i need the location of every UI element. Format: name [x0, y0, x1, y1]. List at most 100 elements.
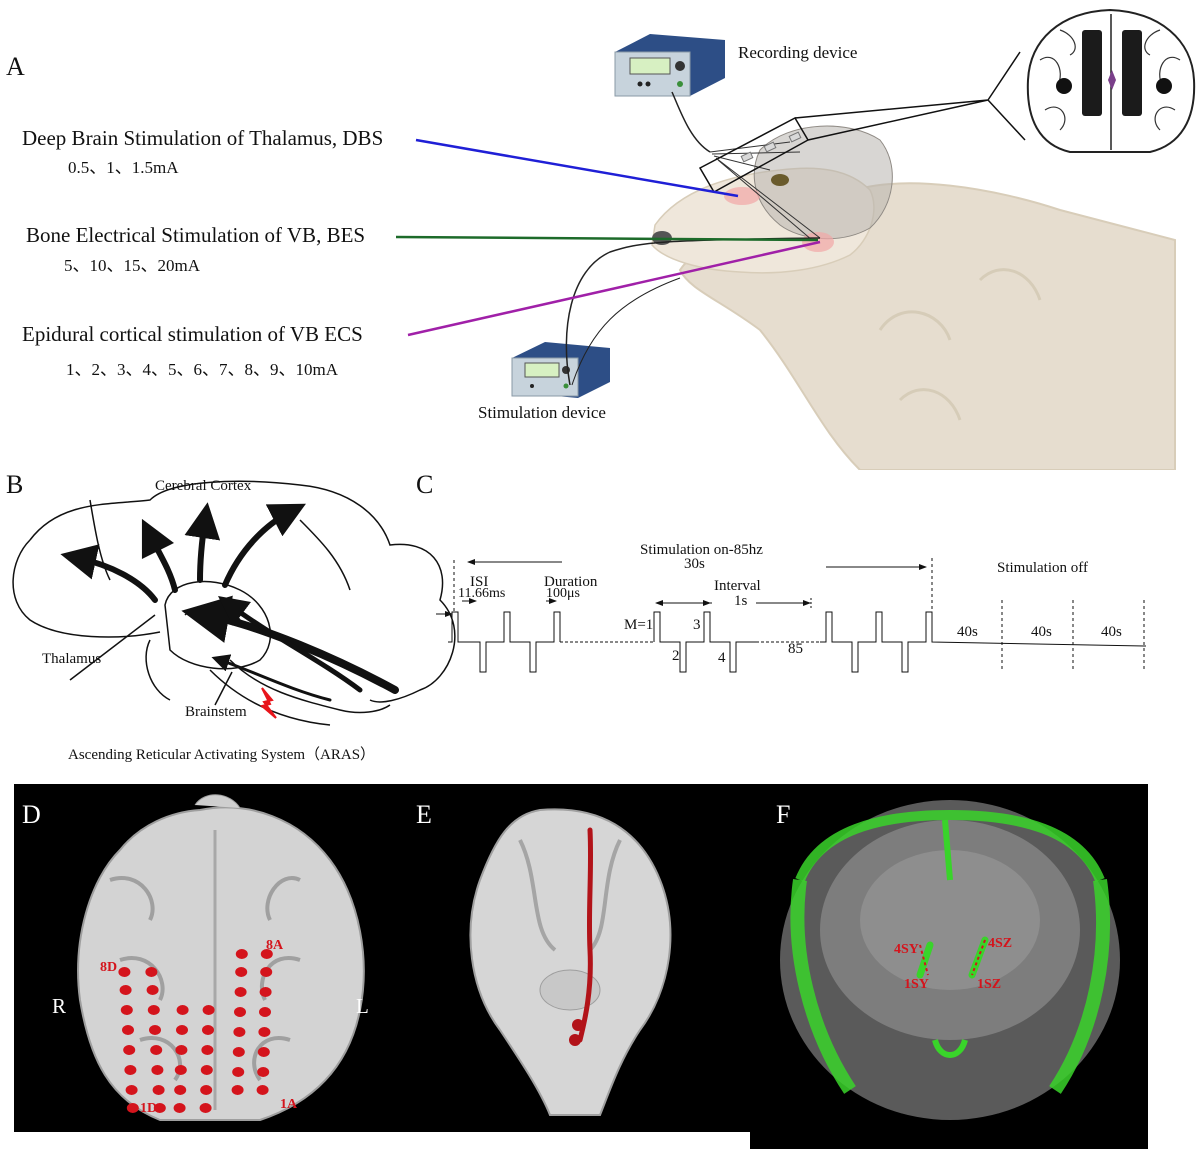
ecs-line: [407, 240, 821, 337]
electrode-8d-label: 8D: [100, 960, 118, 975]
electrode-dot: [258, 1027, 271, 1037]
recording-leads: [709, 141, 821, 241]
dbs-line: [415, 138, 739, 198]
stimulation-device-label: Stimulation device: [478, 403, 606, 422]
stimulation-cable-2: [571, 277, 681, 386]
panel-c-letter: C: [416, 470, 434, 499]
electrode-1sy-label: 1SY: [904, 977, 929, 992]
mri-f: [780, 800, 1120, 1120]
electrode-dot: [232, 1047, 245, 1057]
electrode-dot: [122, 1025, 134, 1035]
electrode-dot: [173, 1103, 186, 1113]
electrode-8a-label: 8A: [266, 938, 284, 953]
panel-a-illustration: [395, 8, 1196, 470]
electrode-1a-label: 1A: [280, 1097, 298, 1112]
electrode-dot: [123, 1045, 136, 1055]
electrode-dot: [259, 987, 272, 997]
electrode-dot: [153, 1103, 166, 1113]
interval-value: 1s: [734, 593, 748, 609]
electrode-dot: [234, 987, 247, 997]
stim-on-label: Stimulation on-85hz: [640, 542, 763, 558]
inset-electrode-arrays: [1082, 30, 1142, 116]
electrode-dot: [257, 1047, 270, 1057]
off-period-3: 40s: [1101, 624, 1122, 640]
side-right-label: R: [52, 994, 67, 1018]
electrode-dot: [151, 1065, 164, 1075]
interval-label: Interval: [714, 578, 761, 594]
electrode-1d-label: 1D: [140, 1101, 158, 1116]
electrode-dot: [233, 1027, 246, 1037]
sheep-wool-texture: [878, 268, 1042, 421]
electrode-dot: [150, 1045, 163, 1055]
electrode-4sy-label: 4SY: [894, 942, 919, 957]
brainstem-outline: [229, 659, 391, 714]
panel-a-letter: A: [6, 52, 25, 81]
electrode-dot: [118, 967, 131, 977]
electrode-dot: [201, 1045, 214, 1055]
electrode-dot: [174, 1085, 187, 1095]
recording-device-icon: [614, 34, 725, 97]
pulse-train-3: [820, 611, 1147, 673]
electrode-dot: [176, 1005, 189, 1015]
stim-on-duration: 30s: [684, 556, 705, 572]
electrode-dot: [200, 1085, 213, 1095]
electrode-dot: [149, 1025, 161, 1035]
electrode-dot: [125, 1085, 138, 1095]
sheep-eye: [771, 174, 789, 186]
electrode-dot: [202, 1025, 214, 1035]
panel-f-letter: F: [776, 800, 791, 829]
aras-arrow-4: [222, 503, 306, 588]
electrode-dot: [126, 1103, 139, 1113]
dbs-title: Deep Brain Stimulation of Thalamus, DBS: [22, 126, 384, 150]
dbs-values: 0.5、1、1.5mA: [68, 158, 179, 177]
duration-value: 100μs: [546, 586, 580, 601]
aras-arrow-1: [60, 544, 158, 603]
skull-3d-e: [469, 808, 672, 1116]
zoom-lines: [794, 51, 1026, 141]
electrode-dot: [256, 1085, 269, 1095]
aras-arrow-7: [211, 654, 332, 702]
aras-arrow-6: [217, 596, 363, 693]
electrode-dot: [145, 967, 158, 977]
electrode-dot: [260, 949, 273, 959]
electrodes-d: [118, 949, 273, 1113]
panel-b-letter: B: [6, 470, 24, 499]
dbs-electrode-trace: [577, 827, 594, 1043]
electrode-dot: [199, 1103, 212, 1113]
electrode-dot: [146, 985, 159, 995]
aras-arrow-2: [141, 518, 178, 593]
electrode-dot: [257, 1067, 270, 1077]
electrode-4sz-label: 4SZ: [988, 936, 1013, 951]
pulse-3-label: 3: [693, 617, 701, 633]
electrode-dot: [120, 1005, 133, 1015]
electrode-dot: [176, 1025, 188, 1035]
electrode-dot: [235, 967, 248, 977]
ecs-values: 1、2、3、4、5、6、7、8、9、10mA: [66, 360, 338, 379]
electrode-dot: [260, 967, 273, 977]
pulse-m-label: M=1: [624, 617, 654, 633]
pulse-train-2: [653, 611, 756, 673]
electrode-dot: [231, 1085, 244, 1095]
side-left-label: L: [356, 994, 369, 1018]
electrode-dot: [200, 1065, 213, 1075]
brainstem-bolt: [259, 687, 277, 719]
pulse-2-label: 2: [672, 648, 680, 664]
target-glow-dbs: [724, 187, 760, 205]
ecs-title: Epidural cortical stimulation of VB ECS: [22, 322, 363, 346]
brainstem-label: Brainstem: [185, 704, 247, 720]
off-period-1: 40s: [957, 624, 978, 640]
panel-d-letter: D: [22, 800, 41, 829]
skull-overlay: [753, 125, 893, 240]
pulse-train-1: [448, 611, 561, 673]
bes-values: 5、10、15、20mA: [64, 256, 200, 275]
electrode-dot: [202, 1005, 215, 1015]
duration-label: Duration: [544, 574, 598, 590]
off-period-2: 40s: [1031, 624, 1052, 640]
isi-value: 11.66ms: [458, 586, 506, 601]
skull-3d-d: [77, 794, 365, 1121]
bes-line: [395, 235, 819, 242]
bes-title: Bone Electrical Stimulation of VB, BES: [26, 223, 366, 247]
